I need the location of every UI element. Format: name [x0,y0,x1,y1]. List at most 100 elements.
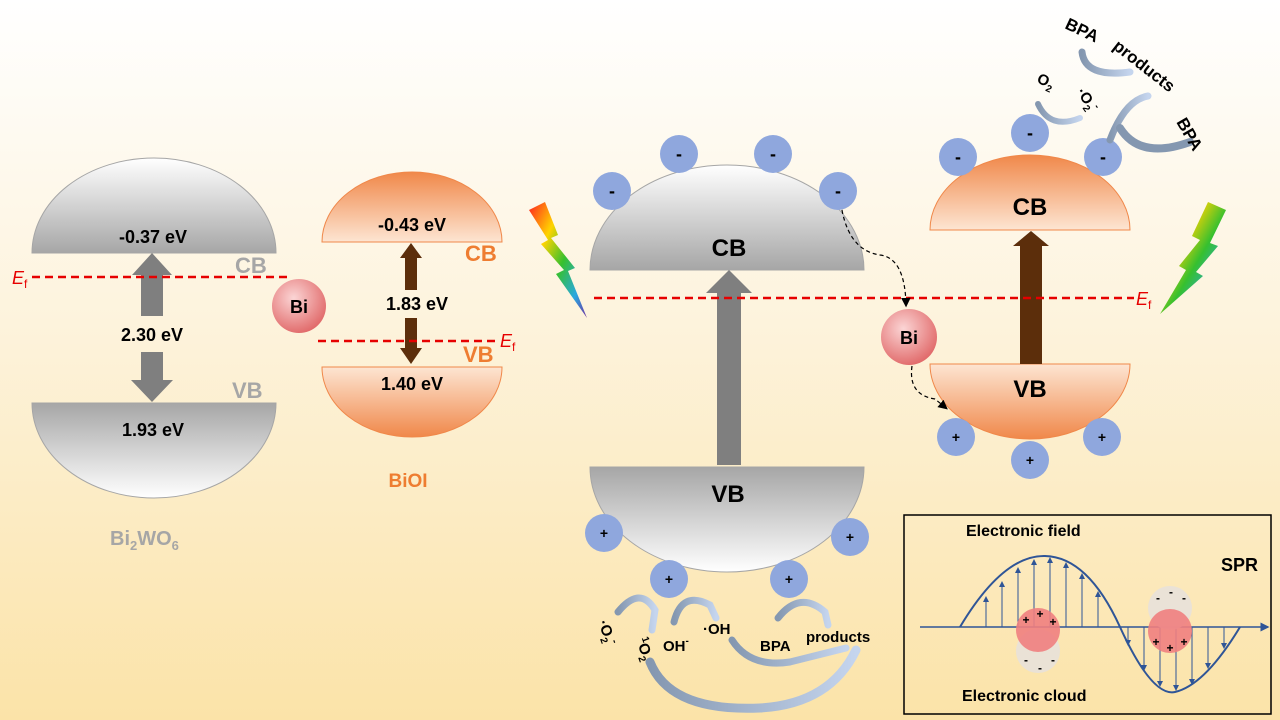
top-o2: O2 [1033,70,1057,96]
hetero-gray-up-arrow [706,270,752,465]
electron-sign: - [770,144,776,164]
spr-charge: - [1156,591,1160,605]
bi2wo6-vb-label: VB [232,378,263,403]
spr-charge: - [1024,653,1028,667]
bottom-oh-ion: OH- [663,636,689,655]
bioi-name: BiOI [388,471,427,492]
top-o2-radical: ·O2- [1070,84,1102,117]
bi-particle-left [272,279,326,333]
bioi-vb-label: VB [463,342,494,367]
bioi-vb-band [321,366,503,438]
bi2wo6-ef-label: Ef [12,268,28,291]
top-products: products [1110,36,1179,96]
bottom-products: products [806,629,870,646]
electron [819,172,857,210]
electron-group: - - - - - - - [593,114,1122,210]
electron-sign: - [955,147,961,167]
bioi-gap-value: 1.83 eV [386,294,448,314]
electron [660,135,698,173]
hetero-vb-orange-band [929,363,1131,440]
hole-sign: + [1098,429,1106,445]
bi2wo6-cb-label: CB [235,253,267,278]
electron-sign: - [1100,147,1106,167]
hole-sign: + [846,529,854,545]
electron-sign: - [835,181,841,201]
electron-path-to-bi [839,195,911,308]
lightning-bolt-left-icon [529,202,587,318]
bi2wo6-name: Bi2WO6 [110,528,179,553]
bottom-oh-radical: ·OH [703,621,731,638]
spr-charge: - [1038,661,1042,675]
electron [939,138,977,176]
bi2wo6-up-arrow [132,253,172,316]
hole [770,560,808,598]
spr-charge: - [1051,653,1055,667]
bi2wo6-vb-value: 1.93 eV [122,420,184,440]
electron [1084,138,1122,176]
spr-charge: - [1182,591,1186,605]
bioi-vb-value: 1.40 eV [381,374,443,394]
bottom-reaction-arrows [614,594,861,713]
spr-charge: + [1036,607,1043,621]
hetero-cb-gray-band [589,164,865,271]
spr-charge: + [1166,641,1173,655]
hetero-cb-gray-label: CB [712,235,747,262]
bi2wo6-cb-band [31,157,277,254]
hole [1083,418,1121,456]
bi2wo6-cb-value: -0.37 eV [119,227,187,247]
spr-field-label: Electronic field [966,523,1081,540]
electron-path-to-vb [910,365,948,410]
spr-title: SPR [1221,555,1258,575]
bottom-bpa: BPA [760,638,791,655]
hetero-cb-orange-band [929,154,1131,231]
bioi-cb-value: -0.43 eV [378,215,446,235]
hole [585,514,623,552]
hetero-cb-orange-label: CB [1013,194,1048,221]
electron-sign: - [676,144,682,164]
electron-sign: - [1027,123,1033,143]
top-bpa-1: BPA [1062,14,1101,46]
spr-charge: + [1049,615,1056,629]
bi-left-label: Bi [290,297,308,317]
spr-charges: + + + - - - - - - + + + [1022,585,1187,675]
bi2wo6-down-arrow [131,352,173,402]
hole [650,560,688,598]
hole [1011,441,1049,479]
spr-charge: + [1152,635,1159,649]
bioi-up-arrow [400,243,422,290]
bi2wo6-gap-value: 2.30 eV [121,325,183,345]
lightning-bolt-right-icon [1160,202,1226,314]
spr-charge: - [1169,585,1173,599]
electron [593,172,631,210]
bi-center-label: Bi [900,328,918,348]
electron [1011,114,1049,152]
bioi-cb-band [321,171,503,243]
top-reaction-arrows [1035,48,1194,153]
electron [754,135,792,173]
bioi-cb-label: CB [465,241,497,266]
hetero-ef-label: Ef [1136,289,1152,312]
hole-sign: + [785,571,793,587]
spr-cloud-label: Electronic cloud [962,688,1086,705]
spr-charge: + [1022,613,1029,627]
hole [937,418,975,456]
hole [831,518,869,556]
hole-group: + + + + + + + [585,418,1121,598]
hetero-vb-orange-label: VB [1013,376,1046,403]
spr-inset-box [903,514,1272,715]
hole-sign: + [1026,452,1034,468]
hole-sign: + [665,571,673,587]
hole-sign: + [952,429,960,445]
hole-sign: + [600,525,608,541]
bi-particle-center [881,309,937,365]
spr-charge: + [1180,635,1187,649]
spr-particle-2-core [1148,609,1192,653]
hetero-vb-gray-label: VB [711,481,744,508]
spr-particle-1-core [1016,608,1060,652]
electron-sign: - [609,181,615,201]
bottom-o2-radical: ·O2- [591,617,619,648]
bioi-ef-label: Ef [500,331,516,354]
bi2wo6-vb-band [31,402,277,499]
